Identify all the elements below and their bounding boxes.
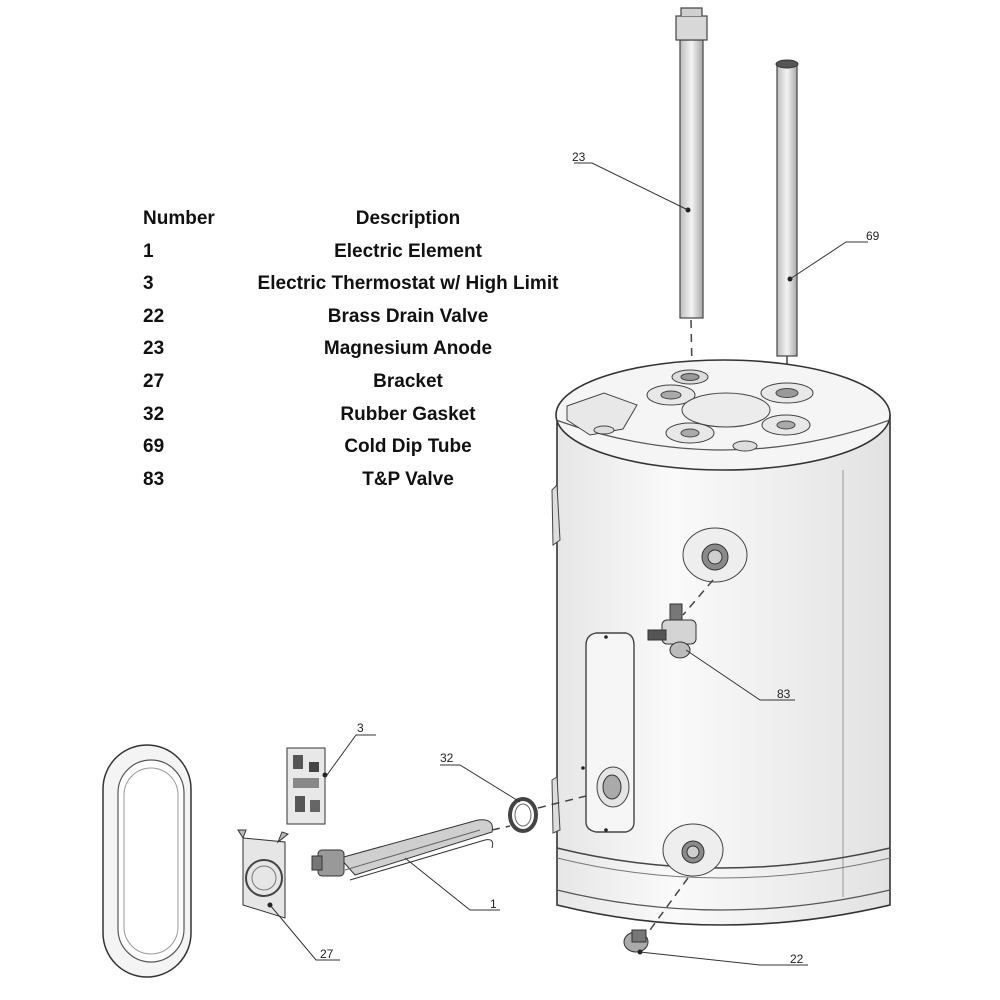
part-description: Electric Element: [334, 240, 482, 262]
part-description: T&P Valve: [362, 468, 454, 490]
water-heater-tank: [551, 359, 891, 926]
part-number: 22: [143, 305, 165, 327]
callout-22: 22: [790, 952, 804, 966]
table-row: 23 Magnesium Anode: [143, 335, 583, 368]
part-number: 23: [143, 338, 165, 360]
callout-32: 32: [440, 751, 454, 765]
table-row: 83 T&P Valve: [143, 466, 583, 499]
part-number: 1: [143, 240, 154, 262]
header-description: Description: [355, 208, 461, 229]
table-row: 3 Electric Thermostat w/ High Limit: [143, 270, 583, 303]
part-number: 3: [143, 273, 154, 295]
callout-1: 1: [490, 897, 497, 911]
part-description: Magnesium Anode: [323, 338, 493, 360]
callout-23: 23: [572, 150, 586, 164]
drain-valve-part: [623, 877, 689, 955]
part-description: Electric Thermostat w/ High Limit: [257, 273, 559, 295]
callout-27: 27: [320, 947, 334, 961]
thermostat-part: [286, 747, 328, 825]
table-row: 22 Brass Drain Valve: [143, 303, 583, 336]
table-row: 27 Bracket: [143, 368, 583, 401]
callout-69: 69: [866, 229, 880, 243]
callout-3: 3: [357, 721, 364, 735]
part-number: 83: [143, 468, 165, 490]
table-row: 69 Cold Dip Tube: [143, 433, 583, 466]
part-number: 32: [143, 403, 165, 425]
header-number: Number: [143, 208, 215, 229]
magnesium-anode-part: [675, 7, 708, 373]
electric-element-part: [311, 819, 511, 881]
part-description: Cold Dip Tube: [344, 436, 472, 458]
bracket-part: [237, 829, 290, 919]
part-description: Brass Drain Valve: [327, 305, 489, 327]
part-number: 69: [143, 436, 165, 458]
cold-dip-tube-part: [775, 59, 799, 395]
access-cover-part: [102, 744, 192, 978]
part-description: Rubber Gasket: [340, 403, 476, 425]
table-row: 1 Electric Element: [143, 238, 583, 271]
part-description: Bracket: [373, 370, 443, 392]
part-number: 27: [143, 370, 165, 392]
table-row: 32 Rubber Gasket: [143, 401, 583, 434]
callout-leaders: [269, 162, 868, 966]
callout-83: 83: [777, 687, 791, 701]
parts-table-header: Number Description: [143, 205, 583, 238]
tp-valve-part: [647, 579, 714, 659]
parts-table: Number Description 1 Electric Element 3 …: [143, 205, 583, 498]
rubber-gasket-part: [508, 794, 591, 833]
